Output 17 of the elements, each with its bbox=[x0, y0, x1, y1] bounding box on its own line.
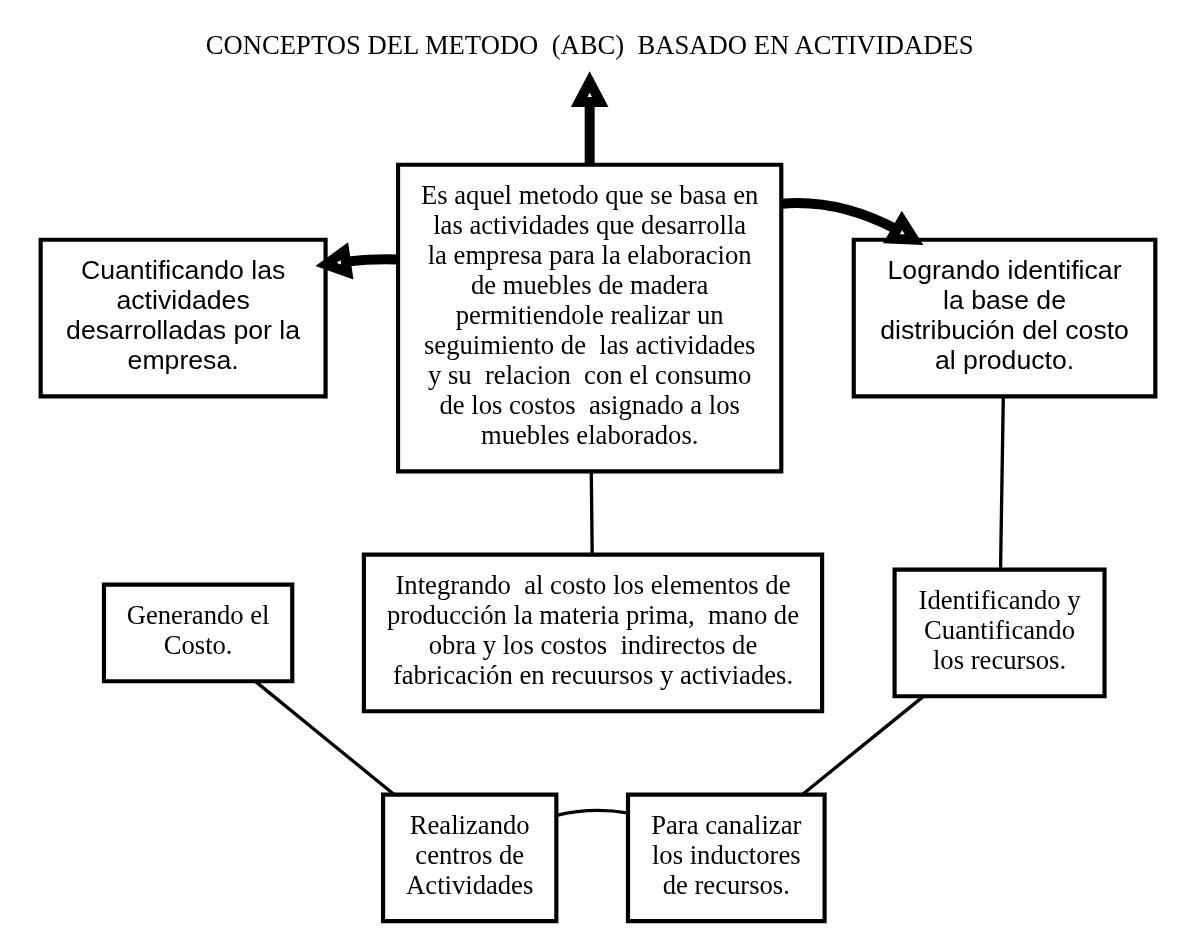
node-box: Integrando al costo los elementos de producción la materia prima, mano de obra y los costos indirectos de fabricación en recuursos y activiades. bbox=[361, 552, 824, 714]
arrow bbox=[314, 242, 398, 280]
node-box: Cuantificando las actividades desarrolladas por la empresa. bbox=[38, 237, 328, 399]
node-box: Generando el Costo. bbox=[101, 582, 294, 684]
connector bbox=[998, 396, 1005, 570]
node-text: CONCEPTOS DEL METODO (ABC) BASADO EN ACTIVIDADES bbox=[205, 30, 974, 61]
node-box: Para canalizar los inductores de recursos. bbox=[625, 792, 827, 924]
connector bbox=[555, 808, 628, 818]
node-box: Logrando identificar la base de distribución del costo al producto. bbox=[851, 237, 1157, 399]
node-box: Identificando y Cuantificando los recursos. bbox=[892, 567, 1107, 699]
connector bbox=[800, 695, 924, 796]
connector bbox=[254, 680, 395, 796]
arrow bbox=[780, 198, 923, 245]
node-box: Realizando centros de Actividades bbox=[380, 792, 558, 924]
arrow bbox=[570, 71, 608, 165]
node-box: Es aquel metodo que se basa en las actividades que desarrolla la empresa para la elaboracion de muebles de madera permitiendole realizar un seguimiento de las actividades y su relacion con el consumo de los costos asignado a los muebles elaborados. bbox=[395, 162, 783, 474]
connector bbox=[589, 471, 594, 555]
